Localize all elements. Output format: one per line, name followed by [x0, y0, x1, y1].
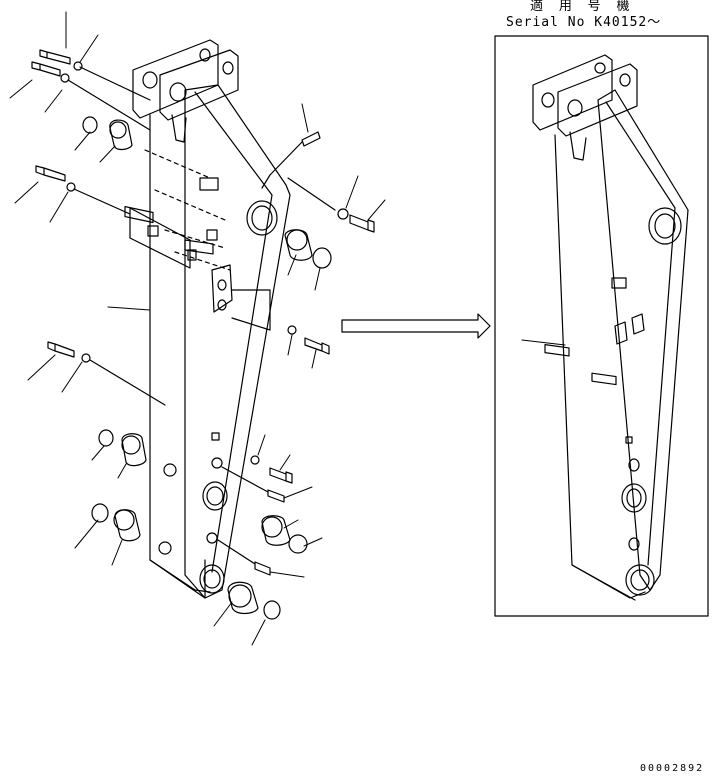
assembled-top-boss-back: [533, 55, 612, 130]
bolt-2: [32, 62, 60, 76]
ring-6: [264, 601, 280, 619]
bolt-3: [36, 166, 65, 181]
grease-fitting-2: [268, 490, 284, 502]
grease-fitting-3: [255, 562, 270, 575]
new-serial-view-frame: [495, 36, 708, 616]
label-plate: [130, 208, 190, 268]
stopper-block: [125, 207, 153, 223]
leader-lines: [10, 12, 385, 645]
arm-body-inner-line: [195, 92, 272, 572]
lower-boss-2: [200, 565, 224, 593]
washer-7: [251, 456, 259, 464]
ring-3: [99, 430, 113, 446]
bolt-7: [270, 468, 292, 483]
drawing-number: 00002892: [640, 763, 705, 774]
washer-5: [288, 326, 296, 334]
bolt-1: [40, 50, 70, 64]
bolt-5: [305, 338, 329, 354]
serial-number-label: Serial No K40152〜: [506, 15, 662, 30]
washer-6: [82, 354, 90, 362]
arm-body-outline: [185, 85, 290, 598]
assembled-lower-boss-2: [626, 565, 654, 595]
ring-5: [289, 535, 307, 553]
washer-3: [67, 183, 75, 191]
bolt-4: [350, 215, 374, 232]
bushing-2: [285, 230, 312, 261]
assembled-arm-view: [522, 55, 688, 600]
ring-1: [83, 117, 97, 133]
grease-fitting-1: [302, 132, 320, 146]
washer-2: [61, 74, 69, 82]
arm-top-boss-back: [133, 40, 218, 118]
bushing-1: [110, 120, 132, 149]
assembled-top-boss-front: [558, 64, 637, 136]
assembled-arm-body: [598, 90, 688, 590]
bushing-3: [122, 434, 146, 466]
bushing-6: [228, 582, 258, 613]
washer-1: [74, 62, 82, 70]
fasteners: [32, 50, 374, 619]
arm-pin-boss: [247, 201, 277, 235]
assembled-lower-boss-1: [622, 484, 646, 512]
assembled-arm-back-plate: [555, 135, 635, 600]
assembled-pin-boss: [649, 208, 681, 244]
exploded-arm-view: [125, 40, 290, 598]
bushing-4: [115, 510, 140, 541]
ring-2: [313, 248, 331, 268]
lube-plate: [212, 265, 232, 312]
ring-4: [92, 504, 108, 522]
applicable-machine-label: 適 用 号 機: [530, 0, 634, 14]
arm-top-boss-front: [160, 50, 238, 120]
bushing-5: [262, 516, 290, 546]
bolt-6: [48, 342, 74, 357]
washer-4: [338, 209, 348, 219]
lower-boss-1: [203, 482, 227, 510]
arm-back-plate: [150, 115, 205, 598]
transition-arrow: [342, 314, 490, 338]
